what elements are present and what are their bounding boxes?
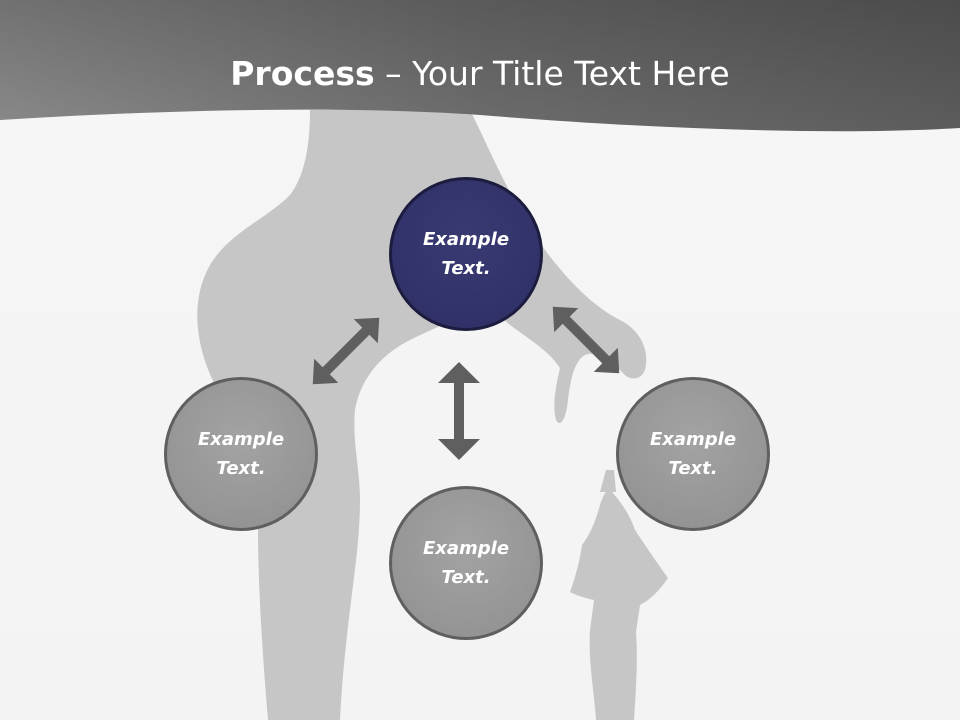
page-title: Process – Your Title Text Here: [0, 52, 960, 96]
process-node-label: Example Text.: [197, 429, 285, 479]
connector-arrows: [312, 306, 620, 460]
process-node-label: Example Text.: [649, 429, 737, 479]
process-node-label: Example Text.: [422, 538, 510, 588]
arrow-top-right: [552, 306, 620, 374]
arrow-vertical: [438, 362, 480, 460]
process-node-label: Example Text.: [422, 229, 510, 279]
process-node-top[interactable]: Example Text.: [389, 177, 543, 331]
process-node-right[interactable]: Example Text.: [616, 377, 770, 531]
process-node-left[interactable]: Example Text.: [164, 377, 318, 531]
title-rest: – Your Title Text Here: [374, 54, 730, 93]
title-bold: Process: [230, 54, 375, 93]
process-node-bottom[interactable]: Example Text.: [389, 486, 543, 640]
arrow-top-left: [312, 317, 380, 385]
